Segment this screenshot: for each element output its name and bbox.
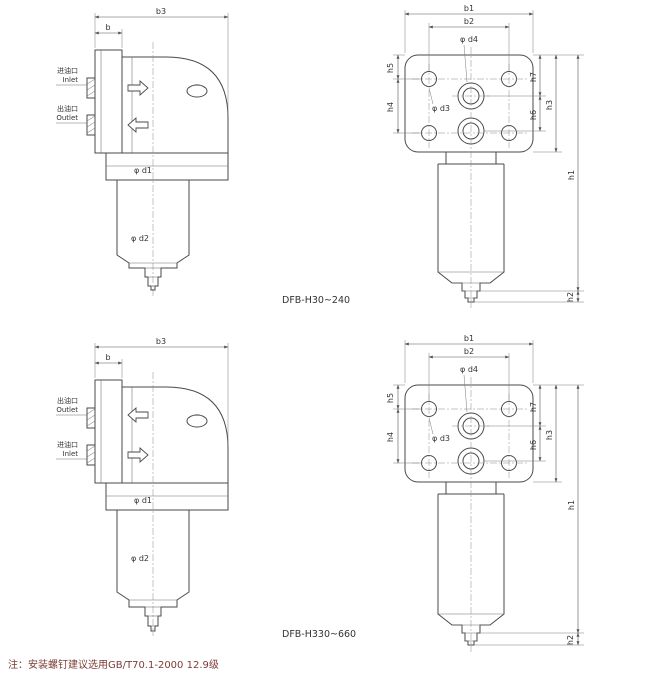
dim-h5-label: h5 [386, 63, 395, 73]
dim-d3-label: φ d3 [432, 104, 450, 113]
dim-d1-label: φ d1 [134, 166, 152, 175]
dim-h7-label: h7 [529, 72, 538, 82]
dim-h5-label: h5 [386, 393, 395, 403]
side-view-top: b3 b φ d1 φ d2 进油口 Inlet 出油口 Outlet [56, 7, 229, 296]
dim-b3-label: b3 [156, 7, 166, 16]
outlet-flow-arrow [127, 407, 149, 423]
mounting-note: 注：安装螺钉建议选用GB/T70.1-2000 12.9级 [8, 658, 219, 671]
inlet-label-cn: 进油口 [57, 66, 78, 75]
inlet-flow-arrow [127, 447, 149, 463]
dim-h6-label: h6 [529, 110, 538, 120]
outlet-label-cn: 出油口 [57, 396, 78, 405]
caption-model-top: DFB-H30~240 [282, 295, 350, 306]
front-view-top: b1 b2 φ d4 φ d3 h5 h4 h7 h6 h3 h1 [386, 4, 584, 308]
dim-h3-label: h3 [545, 100, 554, 110]
dim-h4-label: h4 [386, 432, 395, 442]
dim-b2-label: b2 [464, 347, 474, 356]
dim-h4-label: h4 [386, 102, 395, 112]
dim-h3-label: h3 [545, 430, 554, 440]
inlet-label-en: Inlet [63, 76, 79, 84]
outlet-flow-arrow [127, 117, 149, 133]
inlet-label-cn: 进油口 [57, 440, 78, 449]
dim-d2-label: φ d2 [131, 234, 149, 243]
dim-h1-label: h1 [567, 500, 576, 510]
side-view-bottom: b3 b φ d1 φ d2 出油口 Outlet 进油口 Inlet [56, 337, 229, 636]
dim-b-label: b [105, 353, 110, 362]
dim-h2-label: h2 [566, 292, 575, 302]
dim-h2-label: h2 [566, 635, 575, 645]
dim-b-label: b [105, 23, 110, 32]
dim-h7-label: h7 [529, 402, 538, 412]
dim-d4-label: φ d4 [460, 35, 478, 44]
dim-h6-label: h6 [529, 440, 538, 450]
dim-d1-label: φ d1 [134, 496, 152, 505]
outlet-label-en: Outlet [56, 406, 78, 414]
dim-d4-label: φ d4 [460, 365, 478, 374]
dim-b3-label: b3 [156, 337, 166, 346]
dim-b1-label: b1 [464, 4, 474, 13]
outlet-label-en: Outlet [56, 114, 78, 122]
outlet-label-cn: 出油口 [57, 104, 78, 113]
dim-h1-label: h1 [567, 170, 576, 180]
dim-d2-label: φ d2 [131, 554, 149, 563]
front-view-bottom: b1 b2 φ d4 φ d3 h5 h4 h7 h6 h3 h1 [386, 334, 584, 652]
dim-d3-label: φ d3 [432, 434, 450, 443]
dim-b1-label: b1 [464, 334, 474, 343]
caption-model-bottom: DFB-H330~660 [282, 629, 356, 640]
dim-b2-label: b2 [464, 17, 474, 26]
inlet-flow-arrow [127, 80, 149, 96]
inlet-label-en: Inlet [63, 450, 79, 458]
